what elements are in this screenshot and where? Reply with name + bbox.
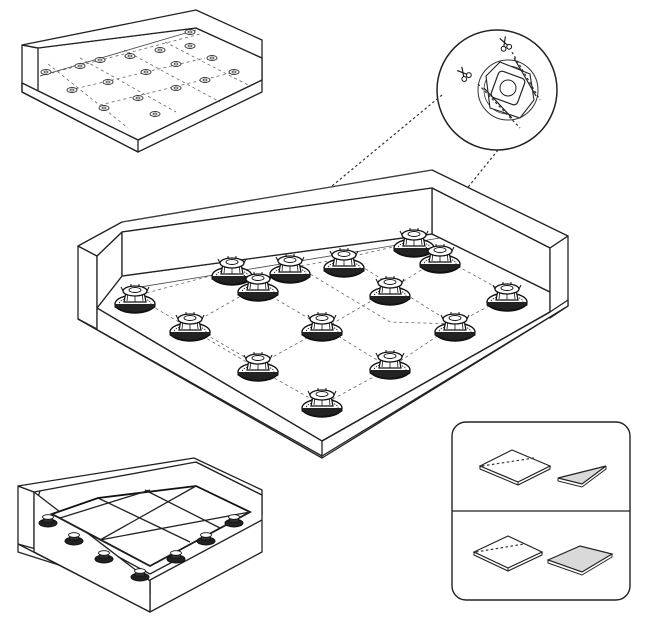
detail-magnifier	[436, 29, 558, 151]
scissors-icon	[499, 36, 513, 52]
cut-corner-trapezoid	[472, 535, 614, 576]
scissors-icon	[457, 66, 472, 82]
leader-line	[239, 94, 443, 263]
cut-corner-triangle	[478, 449, 607, 488]
step-tiles-laid	[17, 457, 263, 613]
step-plan-grid	[21, 9, 263, 153]
cut-panel	[451, 421, 631, 601]
step-pedestals-placed	[77, 169, 569, 459]
